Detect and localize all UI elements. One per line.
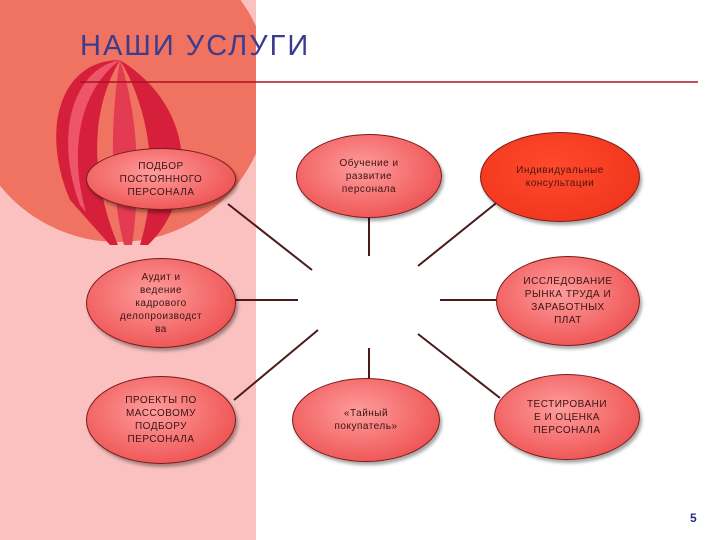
service-label: Обучение и развитие персонала — [339, 157, 399, 195]
service-node-labor-market-research[interactable]: ИССЛЕДОВАНИЕ РЫНКА ТРУДА И ЗАРАБОТНЫХ ПЛ… — [496, 256, 640, 346]
service-label: ПРОЕКТЫ ПО МАССОВОМУ ПОДБОРУ ПЕРСОНАЛА — [125, 395, 197, 445]
service-label: ПОДБОР ПОСТОЯННОГО ПЕРСОНАЛА — [119, 160, 203, 198]
connector-bottom-left — [233, 329, 319, 401]
service-label: «Тайный покупатель» — [334, 408, 398, 432]
service-label: Аудит и ведение кадрового делопроизводст… — [119, 271, 203, 335]
connector-top-left — [227, 203, 313, 271]
service-label: ИССЛЕДОВАНИЕ РЫНКА ТРУДА И ЗАРАБОТНЫХ ПЛ… — [523, 276, 613, 326]
service-node-individual-consultations[interactable]: Индивидуальные консультации — [480, 132, 640, 222]
service-node-hr-audit[interactable]: Аудит и ведение кадрового делопроизводст… — [86, 258, 236, 348]
service-label: ТЕСТИРОВАНИ Е И ОЦЕНКА ПЕРСОНАЛА — [526, 398, 608, 436]
service-node-mystery-shopper[interactable]: «Тайный покупатель» — [292, 378, 440, 462]
hub-connectors — [227, 199, 501, 401]
content-panel — [256, 0, 720, 540]
connector-bottom-right — [417, 333, 501, 399]
service-node-permanent-staff-selection[interactable]: ПОДБОР ПОСТОЯННОГО ПЕРСОНАЛА — [86, 148, 236, 210]
service-node-training[interactable]: Обучение и развитие персонала — [296, 134, 442, 218]
service-node-mass-recruitment[interactable]: ПРОЕКТЫ ПО МАССОВОМУ ПОДБОРУ ПЕРСОНАЛА — [86, 376, 236, 464]
slide-title: НАШИ УСЛУГИ — [80, 30, 311, 62]
service-label: Индивидуальные консультации — [516, 165, 604, 189]
connector-top-right — [417, 199, 501, 267]
service-node-testing-assessment[interactable]: ТЕСТИРОВАНИ Е И ОЦЕНКА ПЕРСОНАЛА — [494, 374, 640, 460]
page-number: 5 — [690, 511, 697, 525]
